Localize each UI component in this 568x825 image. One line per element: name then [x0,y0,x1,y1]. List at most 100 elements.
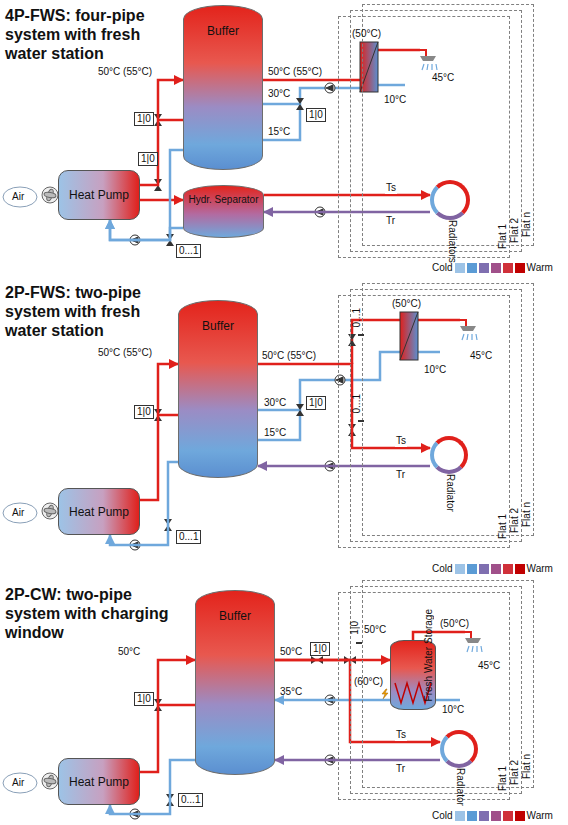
heat-pump: Heat Pump [58,488,140,535]
legend-gradient-cell [479,811,489,821]
node-label: 1|0 [309,397,323,408]
flat-frame: Flat 2 [350,10,522,252]
temperature-label: 10°C [424,364,446,376]
node-label: 1|0 [137,406,151,417]
legend-text: Cold [432,563,453,575]
fan-symbol [42,503,58,519]
node-label: 0...1 [179,245,198,256]
legend-swatch [455,564,465,574]
shower-symbol [420,50,437,70]
node-label: Buffer [219,609,251,623]
temperature-label: 50°C [280,646,302,658]
legend-swatch [515,263,525,273]
supply-pipe [158,704,195,707]
legend-gradient-cell [503,564,513,574]
node-label: Flat 2 [510,218,520,243]
heat-exchanger [400,312,418,360]
temperature-label: 50°C (55°C) [262,350,316,362]
heat-pump: Heat Pump [58,758,140,805]
shower-symbol [465,632,482,652]
pipe-connector [275,759,440,762]
panel-title: 4P-FWS: four-pipe system with fresh wate… [5,6,177,63]
pipe-connector [264,211,430,214]
fan-symbol [42,187,58,203]
coil-winding [395,683,431,703]
temperature-label: (50°C) [392,298,421,310]
temperature-label: 45°C [478,660,500,672]
supply-pipe [418,319,460,322]
buffer-tank: Buffer [178,300,258,478]
heater-symbol [382,689,388,699]
shower-symbol [465,632,471,638]
pipe-connector [140,80,183,185]
node-label: Flat n [522,754,532,779]
legend-gradient-cell [479,564,489,574]
temperature-label: (60°C) [354,676,383,688]
heater-symbol [382,689,388,699]
pump-symbol [335,375,345,385]
temperature-line-label: Ts [385,182,397,194]
shower-symbol [460,320,477,340]
legend-text: Warm [527,563,553,575]
node-label: Hydr. Separator [188,194,258,205]
legend: Cold Warm [432,563,553,575]
pump-symbol [130,83,345,819]
legend-text: Warm [527,810,553,822]
valve-setting-box: 1|0 [356,642,362,644]
panel-title: 2P-FWS: two-pipe system with fresh water… [5,283,177,340]
node-label: 1|0 [137,693,151,704]
legend-text: Cold [432,810,453,822]
fan-symbol [42,187,58,203]
fan-symbol [44,777,57,784]
pipe-connector [140,199,183,202]
fan-symbol [42,503,58,519]
temperature-line-label: Tr [385,215,396,227]
legend-gradient-cell [503,263,513,273]
pipe-connector [258,465,430,468]
flat-frame: Flat n [362,283,534,536]
valve-setting-box: 1|0 [134,112,154,126]
legend-swatch [455,263,465,273]
node-label: Buffer [202,319,234,333]
temperature-line-label: Tr [395,763,406,775]
return-pipe [436,699,460,702]
shower-symbol [460,326,476,331]
node-label: Fresh Water Storage [424,609,434,701]
node-label: 0...1 [352,308,362,327]
pipe-connector [140,364,178,500]
node-label: 1|0 [137,113,151,124]
legend-swatch [515,811,525,821]
pipe-connector [140,660,195,772]
air-cloud [3,503,37,523]
temperature-label: 50°C (55°C) [98,66,152,78]
node-label: Flat 1 [498,224,508,249]
pump-symbol [335,375,345,385]
fan-symbol [44,507,57,514]
air-cloud [3,187,37,207]
legend-gradient-cell [491,564,501,574]
temperature-line-label: Ts [395,729,407,741]
supply-pipe [263,79,360,82]
temperature-label: (50°C) [440,618,469,630]
shower-symbol [460,320,466,326]
temperature-label: 10°C [384,94,406,106]
pipe-connector [258,364,430,448]
temperature-label: 10°C [442,704,464,716]
legend: ColdWarm [432,262,553,274]
valve-setting-box: 1|0 [134,405,154,419]
heat-exchanger [360,42,418,360]
valve-setting-box: 1|0 [306,396,326,410]
legend: Cold Warm [432,810,553,822]
node-label: 0...1 [181,794,200,805]
legend-text: Cold [432,262,453,274]
valve-setting-box: 1|0 [310,642,330,656]
panel-title: 2P-CW: two-pipe system with charging win… [5,585,177,642]
valve-setting-box: 1|0 [138,152,158,166]
legend-gradient-cell [467,263,477,273]
temperature-line-label: Tr [395,469,406,481]
pump-symbol [325,83,335,93]
valve-setting-box: 0...1 [358,334,364,336]
supply-pipe [158,414,178,417]
valve-setting-box: 0...1 [176,244,201,258]
